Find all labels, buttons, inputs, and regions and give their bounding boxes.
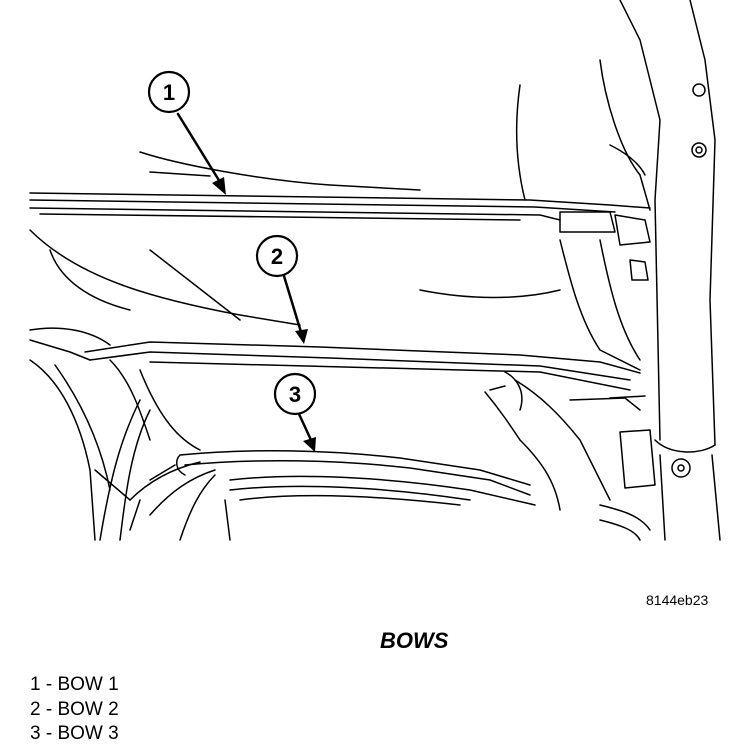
bow-3-drawing: [129, 449, 651, 541]
callout-arrows: [176, 112, 313, 442]
callout-2: 2: [271, 244, 283, 269]
legend-item: 2 - BOW 2: [30, 698, 119, 720]
legend-number: 2: [30, 698, 41, 720]
callout-1: 1: [163, 80, 175, 105]
line-art: [29, 0, 721, 541]
legend-item: 1 - BOW 1: [30, 674, 119, 695]
figure-title: BOWS: [380, 628, 449, 653]
legend-number: 3: [30, 723, 41, 744]
legend-label: BOW 1: [57, 674, 119, 695]
legend-item: 3 - BOW 3: [30, 723, 119, 744]
right-pillar-drawing: [516, 0, 721, 541]
hand-drawing: [484, 371, 611, 511]
legend-label: BOW 3: [57, 723, 119, 744]
callout-3: 3: [289, 382, 301, 407]
bow-2-drawing: [29, 327, 646, 411]
bow-1-drawing: [29, 151, 651, 221]
left-frame-drawing: [29, 359, 201, 541]
figure-code: 8144eb23: [646, 592, 709, 608]
legend-number: 1: [30, 674, 41, 695]
callout-circles: [147, 70, 317, 416]
callout-numbers: 1 2 3: [163, 80, 301, 407]
legend-label: BOW 2: [57, 698, 119, 720]
bows-illustration: 1 2 3: [29, 0, 721, 541]
top-fabric-drawing: [29, 229, 561, 326]
legend: 1 - BOW 1 2 - BOW 2 3 - BOW 3: [30, 673, 119, 747]
arrowheads: [212, 177, 316, 452]
